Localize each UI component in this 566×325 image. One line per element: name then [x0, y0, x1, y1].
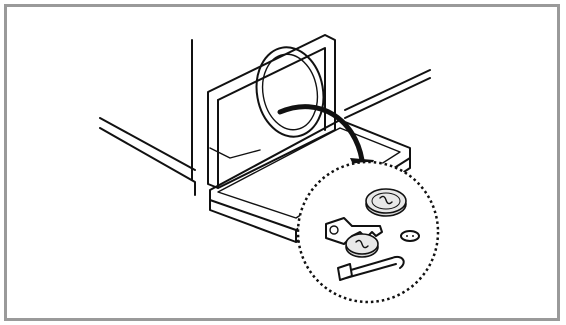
coin-icon [346, 234, 378, 257]
coin-icon [366, 189, 406, 216]
magnified-objects-icon [298, 162, 438, 302]
button-icon [401, 231, 419, 241]
